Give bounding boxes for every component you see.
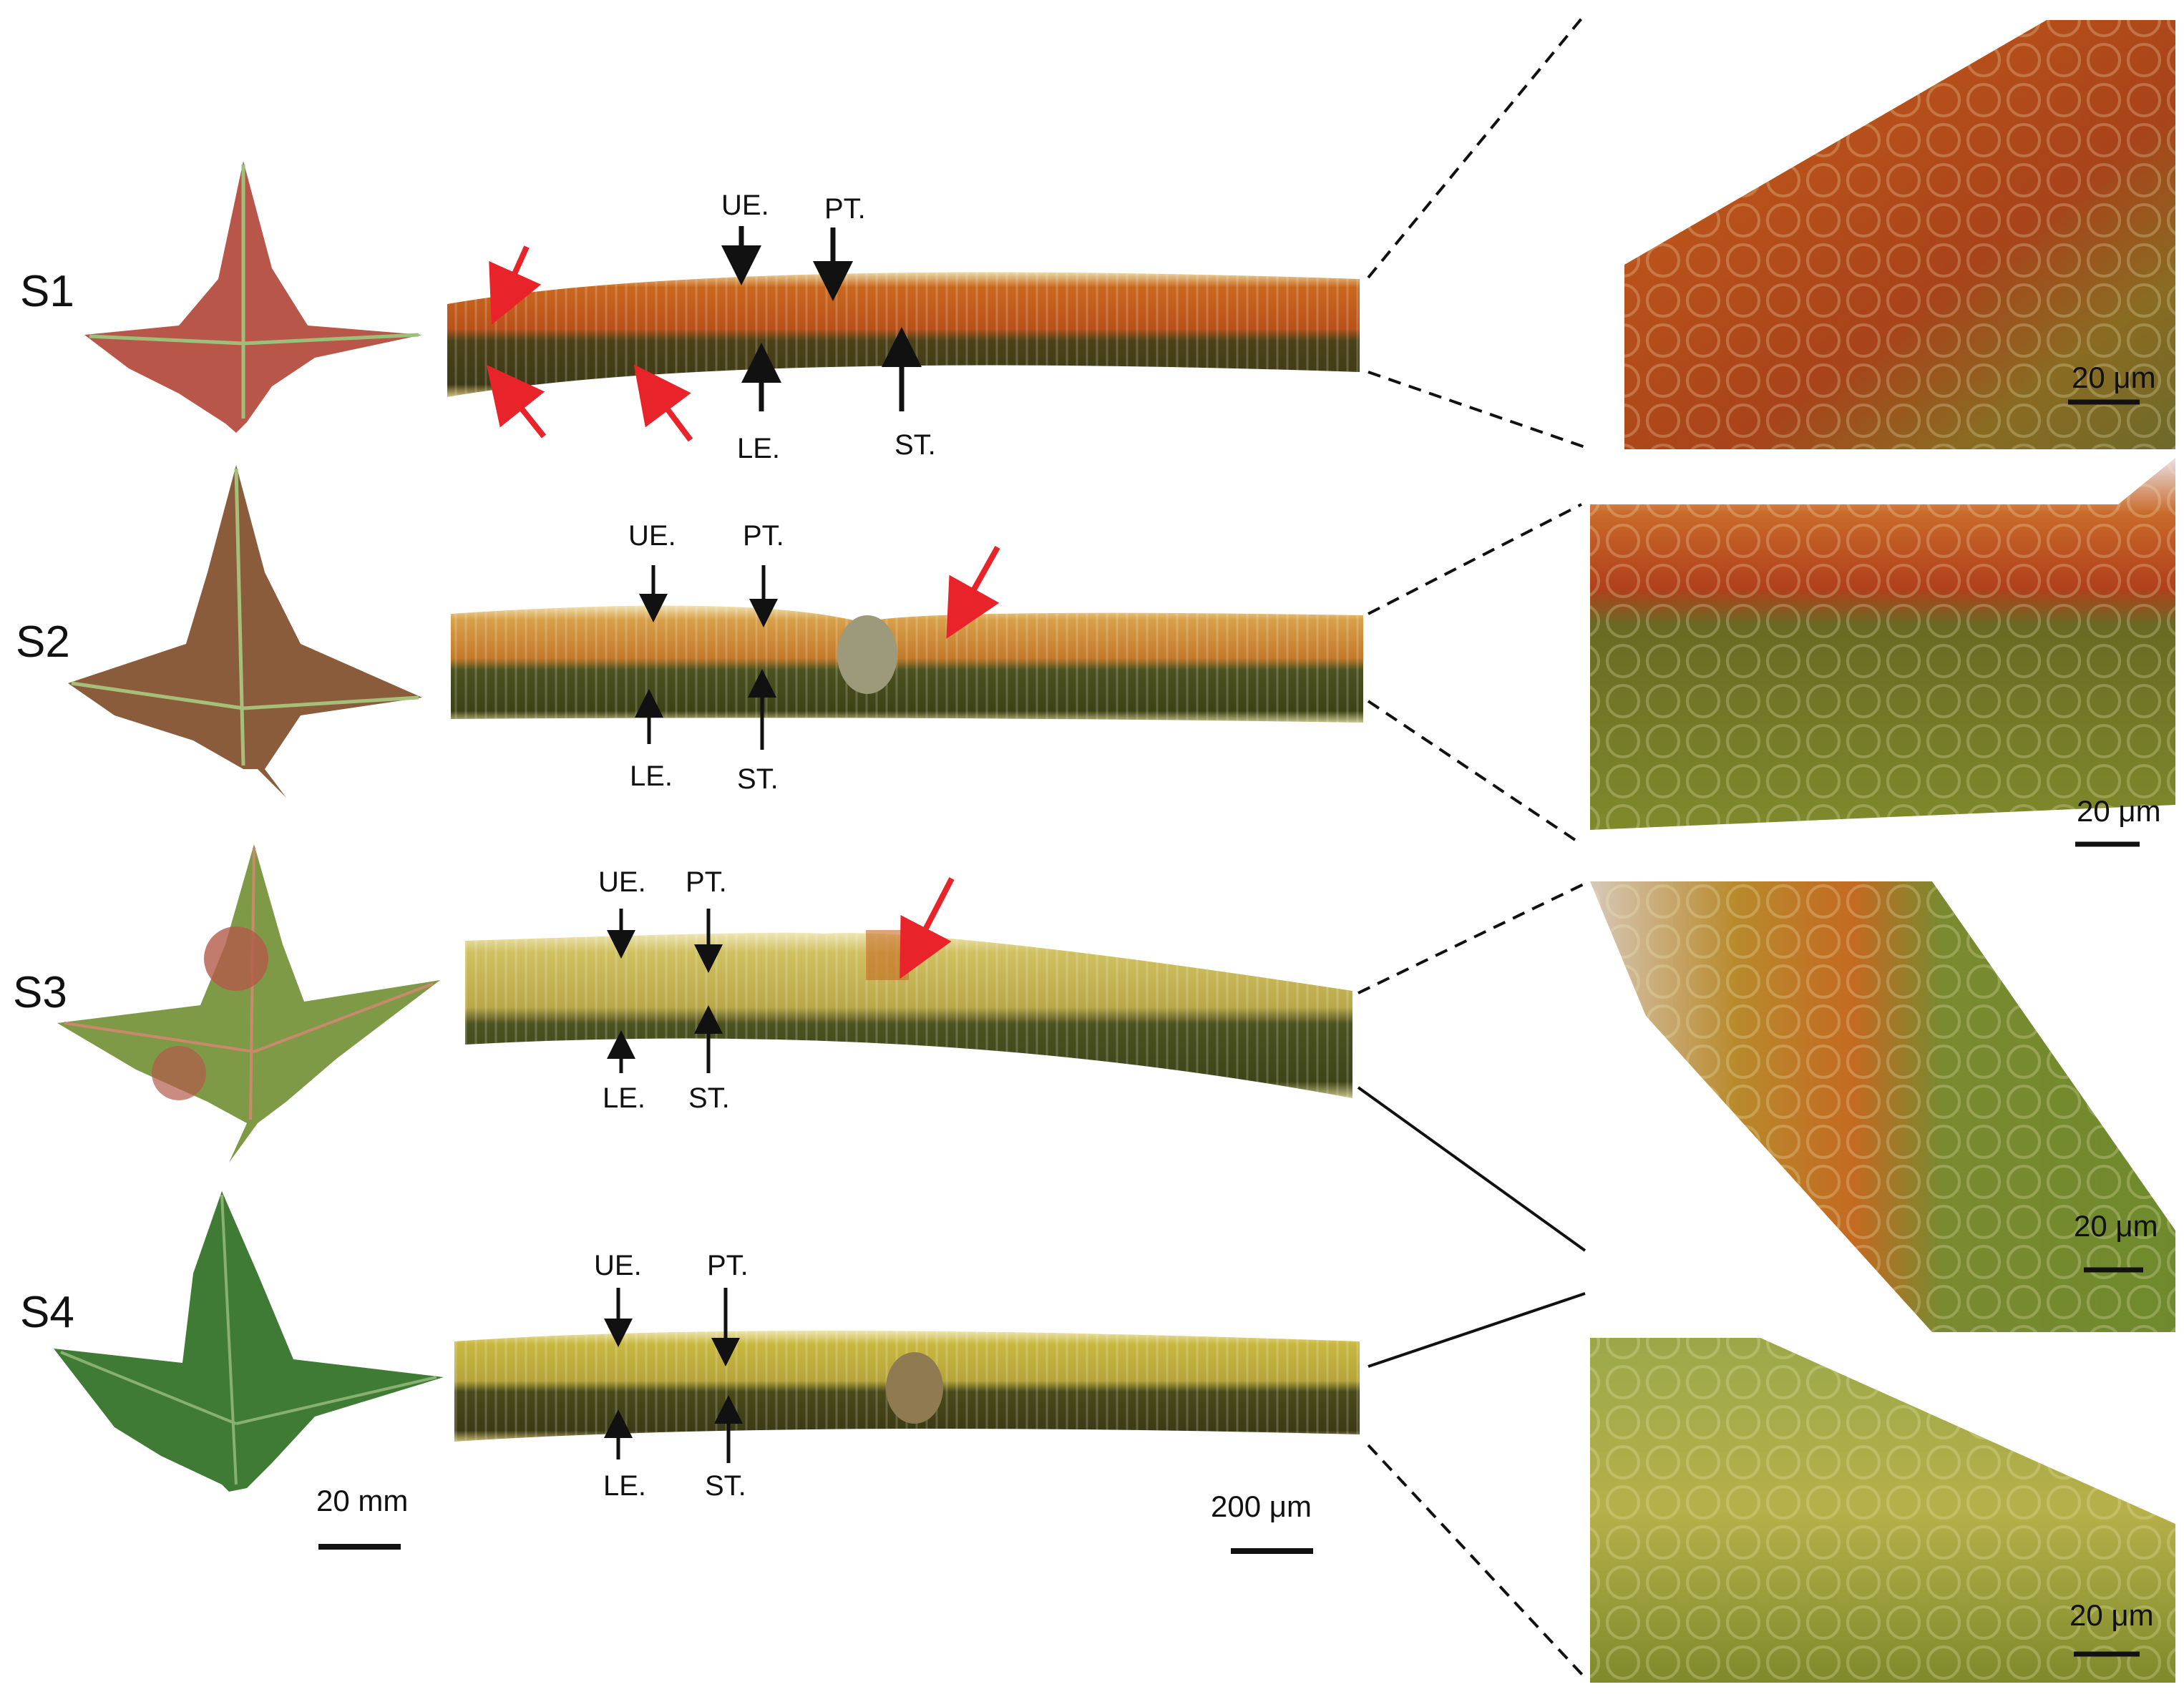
tag-st: ST. xyxy=(688,1082,730,1114)
tag-ue: UE. xyxy=(598,866,646,898)
zoom-scale-label: 20 μm xyxy=(2070,1598,2154,1632)
annotation-arrows xyxy=(487,226,922,442)
stage-label: S1 xyxy=(20,267,74,316)
tag-pt: PT. xyxy=(824,193,866,225)
zoom-micrograph xyxy=(1590,1338,2175,1683)
leaf-photo xyxy=(68,465,422,798)
zoom-micrograph xyxy=(1590,458,2175,830)
vein-bundle xyxy=(837,615,897,694)
leaf-photo xyxy=(54,1191,444,1492)
tag-st: ST. xyxy=(705,1470,746,1502)
annotation-arrows xyxy=(607,877,955,1073)
section-scale: 200 μm xyxy=(1211,1490,1313,1554)
tag-le: LE. xyxy=(603,1082,645,1114)
tag-pt: PT. xyxy=(743,520,784,552)
row-s2: S2 UE. PT. LE. ST. 20 μm xyxy=(16,458,2175,847)
cross-section xyxy=(454,1331,1360,1442)
stage-label: S3 xyxy=(13,968,67,1017)
zoom-connector xyxy=(1367,13,1586,449)
tag-pt: PT. xyxy=(686,866,727,898)
zoom-micrograph xyxy=(1624,20,2175,449)
leaf-scale-label: 20 mm xyxy=(316,1484,408,1517)
tag-ue: UE. xyxy=(628,520,676,552)
section-scale-label: 200 μm xyxy=(1211,1490,1312,1523)
zoom-scale-label: 20 μm xyxy=(2077,794,2161,828)
leaf-photo xyxy=(84,161,422,433)
row-s3: S3 UE. PT. LE. ST. xyxy=(13,844,2175,1332)
tag-st: ST. xyxy=(737,763,779,795)
stage-label: S2 xyxy=(16,617,70,667)
tag-ue: UE. xyxy=(594,1250,642,1281)
annotation-arrows xyxy=(635,546,1000,750)
vein-bundle xyxy=(886,1352,943,1424)
tag-pt: PT. xyxy=(707,1250,749,1281)
zoom-connector xyxy=(1357,882,1586,1252)
row-s1: S1 UE. PT. LE. ST. 20 μm xyxy=(20,13,2175,464)
leaf-scale: 20 mm xyxy=(316,1484,408,1550)
annotation-arrows xyxy=(604,1288,743,1463)
tag-le: LE. xyxy=(603,1470,646,1502)
zoom-scale-label: 20 μm xyxy=(2072,361,2156,394)
row-s4: S4 UE. PT. LE. ST. 20 μm xyxy=(20,1191,2175,1683)
cross-section xyxy=(451,605,1363,723)
tag-le: LE. xyxy=(630,760,673,792)
zoom-connector xyxy=(1367,1292,1586,1679)
stage-label: S4 xyxy=(20,1288,74,1337)
tag-ue: UE. xyxy=(721,190,769,221)
zoom-connector xyxy=(1367,503,1583,846)
tag-st: ST. xyxy=(894,429,936,461)
zoom-scale-label: 20 μm xyxy=(2074,1209,2158,1243)
tag-le: LE. xyxy=(737,433,780,464)
zoom-micrograph xyxy=(1590,881,2175,1332)
cross-section xyxy=(465,930,1352,1098)
leaf-photo xyxy=(57,844,440,1163)
